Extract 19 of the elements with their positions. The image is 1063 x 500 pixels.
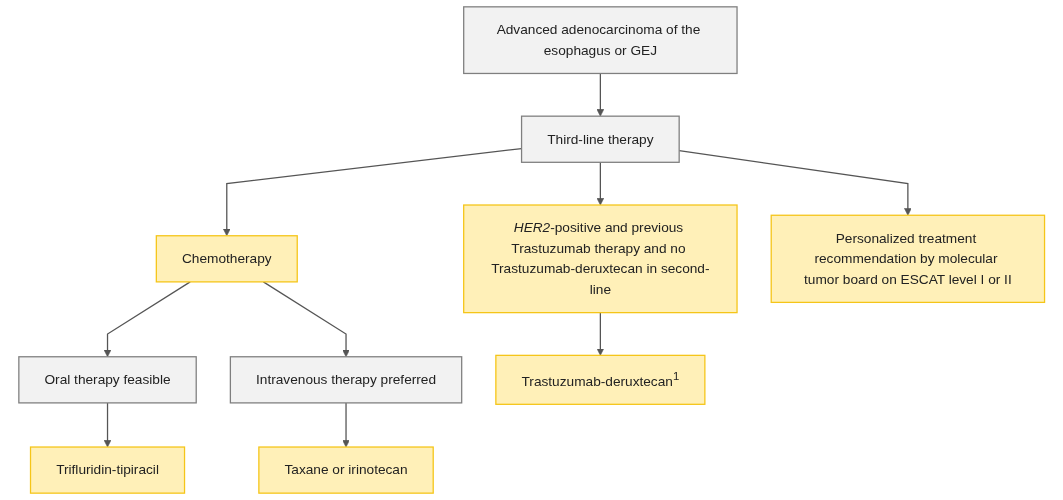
arrow <box>678 150 912 216</box>
arrow <box>596 312 604 356</box>
arrow <box>596 161 604 206</box>
arrow <box>222 147 522 237</box>
node-box: Personalized treatment recommendation by molecular tumor board on ESCAT level I or II <box>770 214 1045 304</box>
node-box: Trastuzumab-deruxtecan$^{1}$ <box>495 354 706 405</box>
node-box: Third-line therapy <box>520 115 680 163</box>
arrow <box>262 281 350 358</box>
node-box: Intravenous therapy preferred <box>229 356 463 404</box>
arrow <box>103 402 112 448</box>
node-box: Trifluridin-tipiracil <box>29 446 185 494</box>
node-box: Advanced adenocarcinoma of the esophagus or GEJ <box>462 6 738 75</box>
arrow <box>103 281 191 358</box>
node-box: Oral therapy feasible <box>18 356 197 404</box>
arrow <box>342 402 350 448</box>
arrow <box>596 72 604 117</box>
node-box: Chemotherapy <box>155 235 298 283</box>
node-box: Taxane or irinotecan <box>258 446 434 494</box>
node-box: HER2-positive and previous Trastuzumab therapy and no Trastuzumab-deruxtecan in second-line <box>462 204 738 314</box>
